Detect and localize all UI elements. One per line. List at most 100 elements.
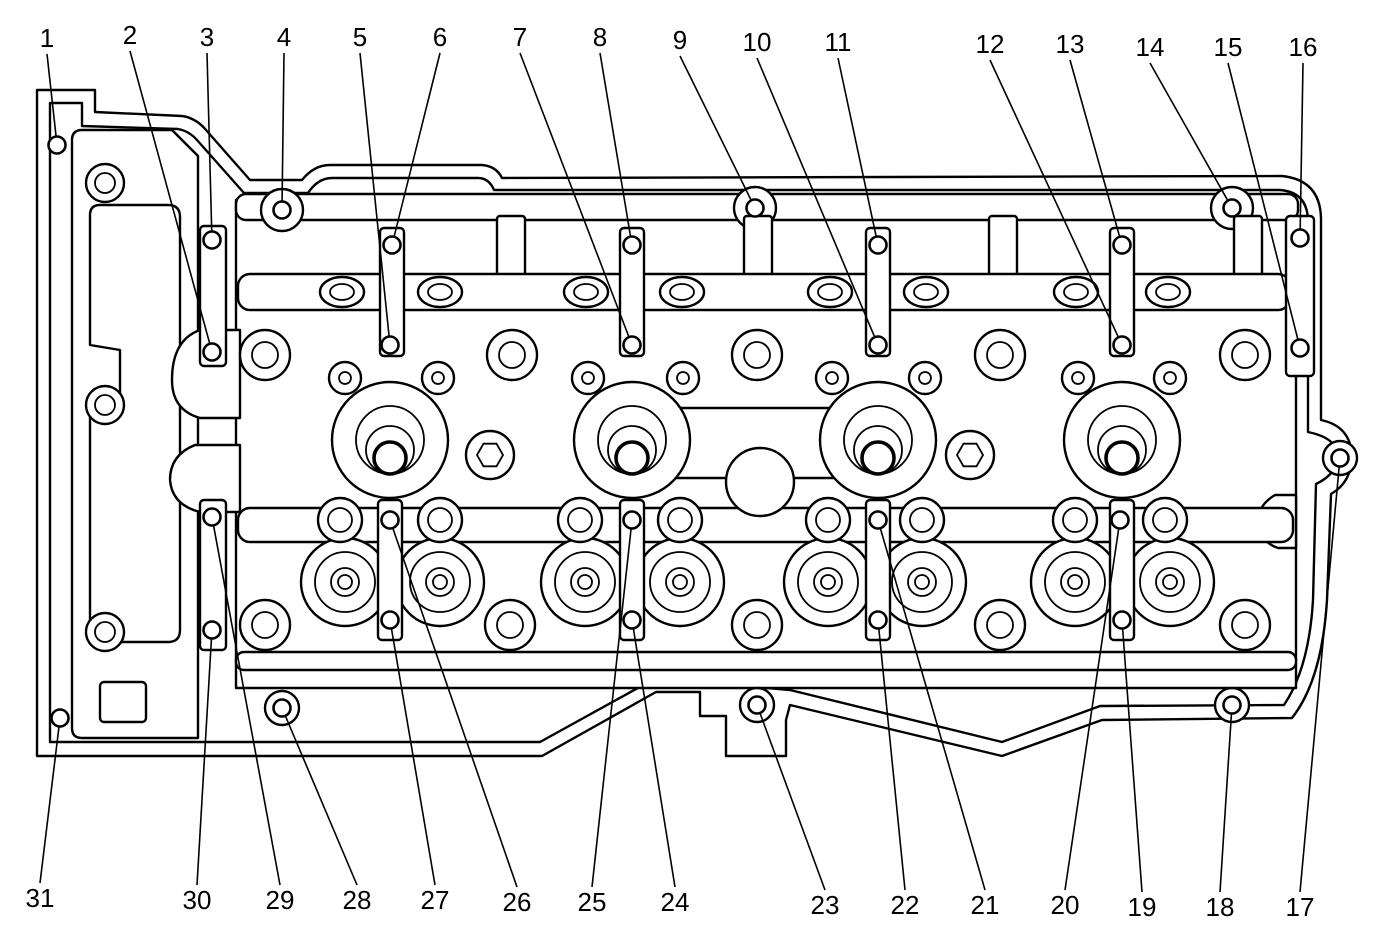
valve-boss-hole: [431, 371, 445, 385]
bolt-hole-3: [202, 230, 222, 250]
journal-washer-hole: [909, 507, 935, 533]
valve-boss-hole: [676, 371, 690, 385]
upper-bearing-cap: [378, 226, 406, 358]
lower-rail: [234, 650, 1298, 672]
valve-boss-hole: [1071, 371, 1085, 385]
bolt-hole-23: [747, 695, 767, 715]
cam-cap-bolt-hole: [672, 574, 688, 590]
cam-cap-bolt-hole: [1067, 574, 1083, 590]
spark-plug-thread: [860, 440, 896, 476]
bolt-hole-31: [50, 708, 70, 728]
cam-cap-bolt-hole: [432, 574, 448, 590]
bolt-washer-hole: [496, 611, 524, 639]
bolt-hole-28: [272, 698, 292, 718]
oil-port-inner: [1063, 283, 1089, 301]
cam-cap-bolt-hole: [914, 574, 930, 590]
callout-label-9: 9: [673, 25, 687, 55]
oil-port-inner: [329, 283, 355, 301]
bolt-washer-hole: [986, 341, 1014, 369]
bolt-hole-15: [1290, 338, 1310, 358]
oil-port-inner: [669, 283, 695, 301]
bolt-hole-30: [202, 620, 222, 640]
bolt-hole-1: [47, 135, 67, 155]
flange-dowel-hole: [94, 621, 116, 643]
callout-label-16: 16: [1289, 32, 1318, 62]
upper-bearing-cap: [618, 226, 646, 358]
leader-line-12: [989, 59, 1119, 337]
leader-line-31: [39, 727, 60, 884]
callout-label-11: 11: [825, 27, 852, 57]
bolt-hole-4: [272, 200, 292, 220]
bolt-hole-22: [868, 610, 888, 630]
leader-line-5: [359, 52, 390, 336]
leader-line-17: [1299, 467, 1340, 893]
callout-label-17: 17: [1286, 892, 1315, 922]
bolt-washer-hole: [251, 341, 279, 369]
callout-label-8: 8: [593, 22, 607, 52]
callout-label-13: 13: [1056, 29, 1085, 59]
leader-line-1: [46, 53, 57, 136]
leader-line-2: [129, 50, 211, 344]
bolt-washer-hole: [743, 611, 771, 639]
left-end-bulge-lower: [168, 443, 242, 514]
callout-label-21: 21: [971, 890, 1000, 920]
leader-line-23: [759, 713, 826, 891]
leader-line-21: [879, 528, 986, 891]
bearing-cap-bosses: [238, 328, 1359, 727]
journal-washer-hole: [1152, 507, 1178, 533]
oil-tube: [742, 214, 774, 282]
leader-line-9: [679, 55, 752, 200]
lower-bearing-cap: [1108, 498, 1136, 642]
left-flange: [70, 128, 200, 740]
oil-port-inner: [427, 283, 453, 301]
oil-port-inner: [913, 283, 939, 301]
oil-port-inner: [1155, 283, 1181, 301]
leader-line-16: [1299, 62, 1304, 229]
bolt-hole-11: [868, 235, 888, 255]
leader-line-13: [1069, 59, 1121, 237]
callout-label-22: 22: [891, 890, 920, 920]
upper-bearing-cap: [864, 226, 892, 358]
cam-cap-bolt-hole: [577, 574, 593, 590]
leader-lines: [39, 50, 1340, 893]
leader-line-8: [599, 52, 632, 236]
leader-line-7: [519, 52, 630, 337]
bolt-hole-10: [868, 335, 888, 355]
leader-line-28: [284, 716, 358, 886]
left-lower-bearing-cap: [198, 498, 228, 652]
callout-label-25: 25: [578, 887, 607, 917]
callout-label-30: 30: [183, 885, 212, 915]
bolt-hole-9: [745, 198, 765, 218]
cam-cap-bolt-hole: [337, 574, 353, 590]
leader-line-20: [1064, 529, 1120, 891]
bolt-washer-hole: [743, 341, 771, 369]
cam-cap-bolt-hole: [1162, 574, 1178, 590]
leader-line-29: [212, 526, 281, 886]
callout-label-19: 19: [1128, 892, 1157, 922]
callout-label-4: 4: [277, 22, 291, 52]
lower-bearing-cap: [864, 498, 892, 642]
callout-label-27: 27: [421, 885, 450, 915]
bolt-hole-19: [1112, 610, 1132, 630]
bolt-washer-hole: [498, 341, 526, 369]
bolt-hole-29: [202, 507, 222, 527]
bolt-hole-26: [380, 510, 400, 530]
flange-dowel-hole: [94, 394, 116, 416]
valve-boss-hole: [825, 371, 839, 385]
leader-line-11: [837, 57, 877, 236]
callout-label-5: 5: [353, 22, 367, 52]
leader-line-25: [591, 529, 632, 888]
spark-plug-thread: [372, 440, 408, 476]
callout-label-3: 3: [200, 22, 214, 52]
flange-dowel-hole: [94, 172, 116, 194]
center-plate-bump: [724, 446, 796, 518]
oil-port-inner: [817, 283, 843, 301]
bolt-hole-8: [622, 235, 642, 255]
callout-label-24: 24: [661, 887, 690, 917]
spark-plug-thread: [614, 440, 650, 476]
callout-label-2: 2: [123, 20, 137, 50]
callout-label-31: 31: [26, 883, 55, 913]
valve-boss-hole: [338, 371, 352, 385]
